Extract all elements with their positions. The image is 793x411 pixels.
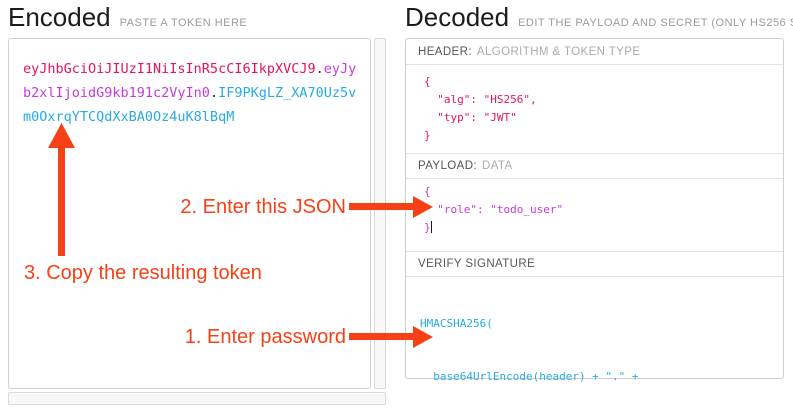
decoded-panel: HEADER: ALGORITHM & TOKEN TYPE { "alg": … bbox=[405, 38, 784, 383]
header-label-strong: HEADER: bbox=[418, 45, 472, 58]
json-line: "typ": "JWT" bbox=[424, 111, 517, 124]
token-signature-segment: m0OxrqYTCQdXxBA0Oz4uK8lBqM bbox=[23, 109, 235, 125]
json-line: "role": "todo_user" bbox=[424, 203, 564, 216]
json-line: "alg": "HS256", bbox=[424, 93, 537, 106]
encoded-token-editor[interactable]: eyJhbGciOiJIUzI1NiIsInR5cCI6IkpXVCJ9.eyJ… bbox=[8, 38, 371, 389]
annotation-step3: 3. Copy the resulting token bbox=[24, 262, 262, 284]
payload-section-label: PAYLOAD: DATA bbox=[406, 153, 783, 179]
payload-json-editor[interactable]: { "role": "todo_user"} bbox=[406, 179, 783, 251]
text-caret bbox=[430, 221, 432, 233]
token-dot-2: . bbox=[209, 85, 219, 101]
header-section-label: HEADER: ALGORITHM & TOKEN TYPE bbox=[406, 39, 783, 65]
encoded-subtitle: PASTE A TOKEN HERE bbox=[119, 17, 248, 29]
json-line: } bbox=[424, 221, 432, 234]
encoded-title: Encoded bbox=[8, 2, 111, 32]
encoded-vertical-scrollbar[interactable] bbox=[374, 38, 386, 389]
payload-label-strong: PAYLOAD: bbox=[418, 160, 478, 172]
json-line: { bbox=[424, 185, 431, 198]
verify-signature-label: VERIFY SIGNATURE bbox=[418, 258, 536, 270]
step1-arrow-shaft bbox=[349, 333, 415, 340]
token-header-segment: eyJhbGciOiJIUzI1NiIsInR5cCI6IkpXVCJ9 bbox=[23, 61, 316, 77]
encoded-horizontal-scrollbar[interactable] bbox=[8, 392, 386, 405]
payload-label-light: DATA bbox=[482, 160, 513, 172]
token-dot-1: . bbox=[315, 61, 324, 77]
signature-code-line: HMACSHA256( bbox=[420, 317, 493, 330]
signature-code-line: base64UrlEncode(header) + "." + bbox=[420, 370, 639, 383]
step2-arrow-shaft bbox=[349, 203, 415, 210]
step3-arrow-shaft bbox=[58, 146, 65, 256]
json-line: { bbox=[424, 75, 431, 88]
token-signature-segment: IF9PKgLZ_XA70Uz5v bbox=[218, 85, 357, 101]
header-label-light: ALGORITHM & TOKEN TYPE bbox=[476, 45, 641, 58]
verify-signature-block: HMACSHA256( base64UrlEncode(header) + ".… bbox=[406, 277, 783, 411]
decoded-title: Decoded bbox=[405, 2, 510, 32]
token-payload-segment: eyJy bbox=[323, 61, 357, 77]
encoded-token-text[interactable]: eyJhbGciOiJIUzI1NiIsInR5cCI6IkpXVCJ9.eyJ… bbox=[23, 57, 356, 129]
verify-signature-section-label: VERIFY SIGNATURE bbox=[406, 251, 783, 277]
annotation-step2: 2. Enter this JSON bbox=[180, 196, 346, 218]
decoded-subtitle: EDIT THE PAYLOAD AND SECRET (ONLY HS256 … bbox=[518, 17, 793, 29]
token-payload-segment: b2xlIjoidG9kb191c2VyIn0 bbox=[23, 85, 210, 101]
header-json-editor[interactable]: { "alg": "HS256", "typ": "JWT"} bbox=[406, 65, 783, 153]
annotation-step1: 1. Enter password bbox=[184, 326, 346, 348]
json-line: } bbox=[424, 129, 431, 142]
